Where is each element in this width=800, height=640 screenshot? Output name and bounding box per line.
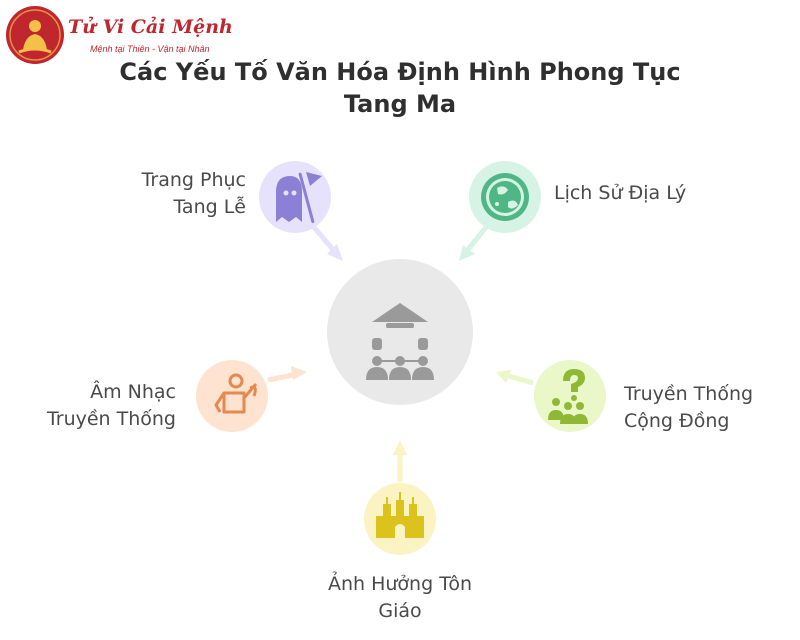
brand-tagline: Mệnh tại Thiên - Vận tại Nhân	[90, 44, 210, 54]
title-line-1: Các Yếu Tố Văn Hóa Định Hình Phong Tục	[119, 58, 681, 86]
community-pagoda-icon	[366, 303, 434, 380]
node-truyen-thong	[496, 360, 606, 432]
label-ton-giao: Ảnh Hưởng Tôn Giáo	[327, 573, 472, 622]
node-am-nhac	[196, 360, 307, 432]
musician-icon	[214, 373, 258, 414]
node-lich-su	[459, 161, 541, 261]
center-node	[327, 259, 473, 405]
title-line-2: Tang Ma	[343, 90, 457, 118]
node-ton-giao	[364, 440, 436, 555]
globe-icon	[481, 173, 529, 221]
label-lich-su: Lịch Sử Địa Lý	[554, 182, 687, 204]
brand-logo: Tử Vi Cải Mệnh Mệnh tại Thiên - Vận tại …	[6, 6, 233, 64]
node-trang-phuc	[259, 161, 343, 261]
page-title: Các Yếu Tố Văn Hóa Định Hình Phong Tục T…	[0, 56, 800, 120]
label-am-nhac: Âm Nhạc Truyền Thống	[46, 381, 176, 430]
label-truyen-thong: Truyền Thống Cộng Đồng	[624, 383, 754, 432]
ghost-flag-icon	[276, 172, 322, 224]
buddha-logo-icon	[6, 6, 64, 64]
label-trang-phuc: Trang Phục Tang Lễ	[141, 169, 246, 218]
brand-name: Tử Vi Cải Mệnh	[68, 16, 233, 38]
temple-icon	[376, 492, 424, 538]
community-question-icon	[548, 369, 588, 424]
